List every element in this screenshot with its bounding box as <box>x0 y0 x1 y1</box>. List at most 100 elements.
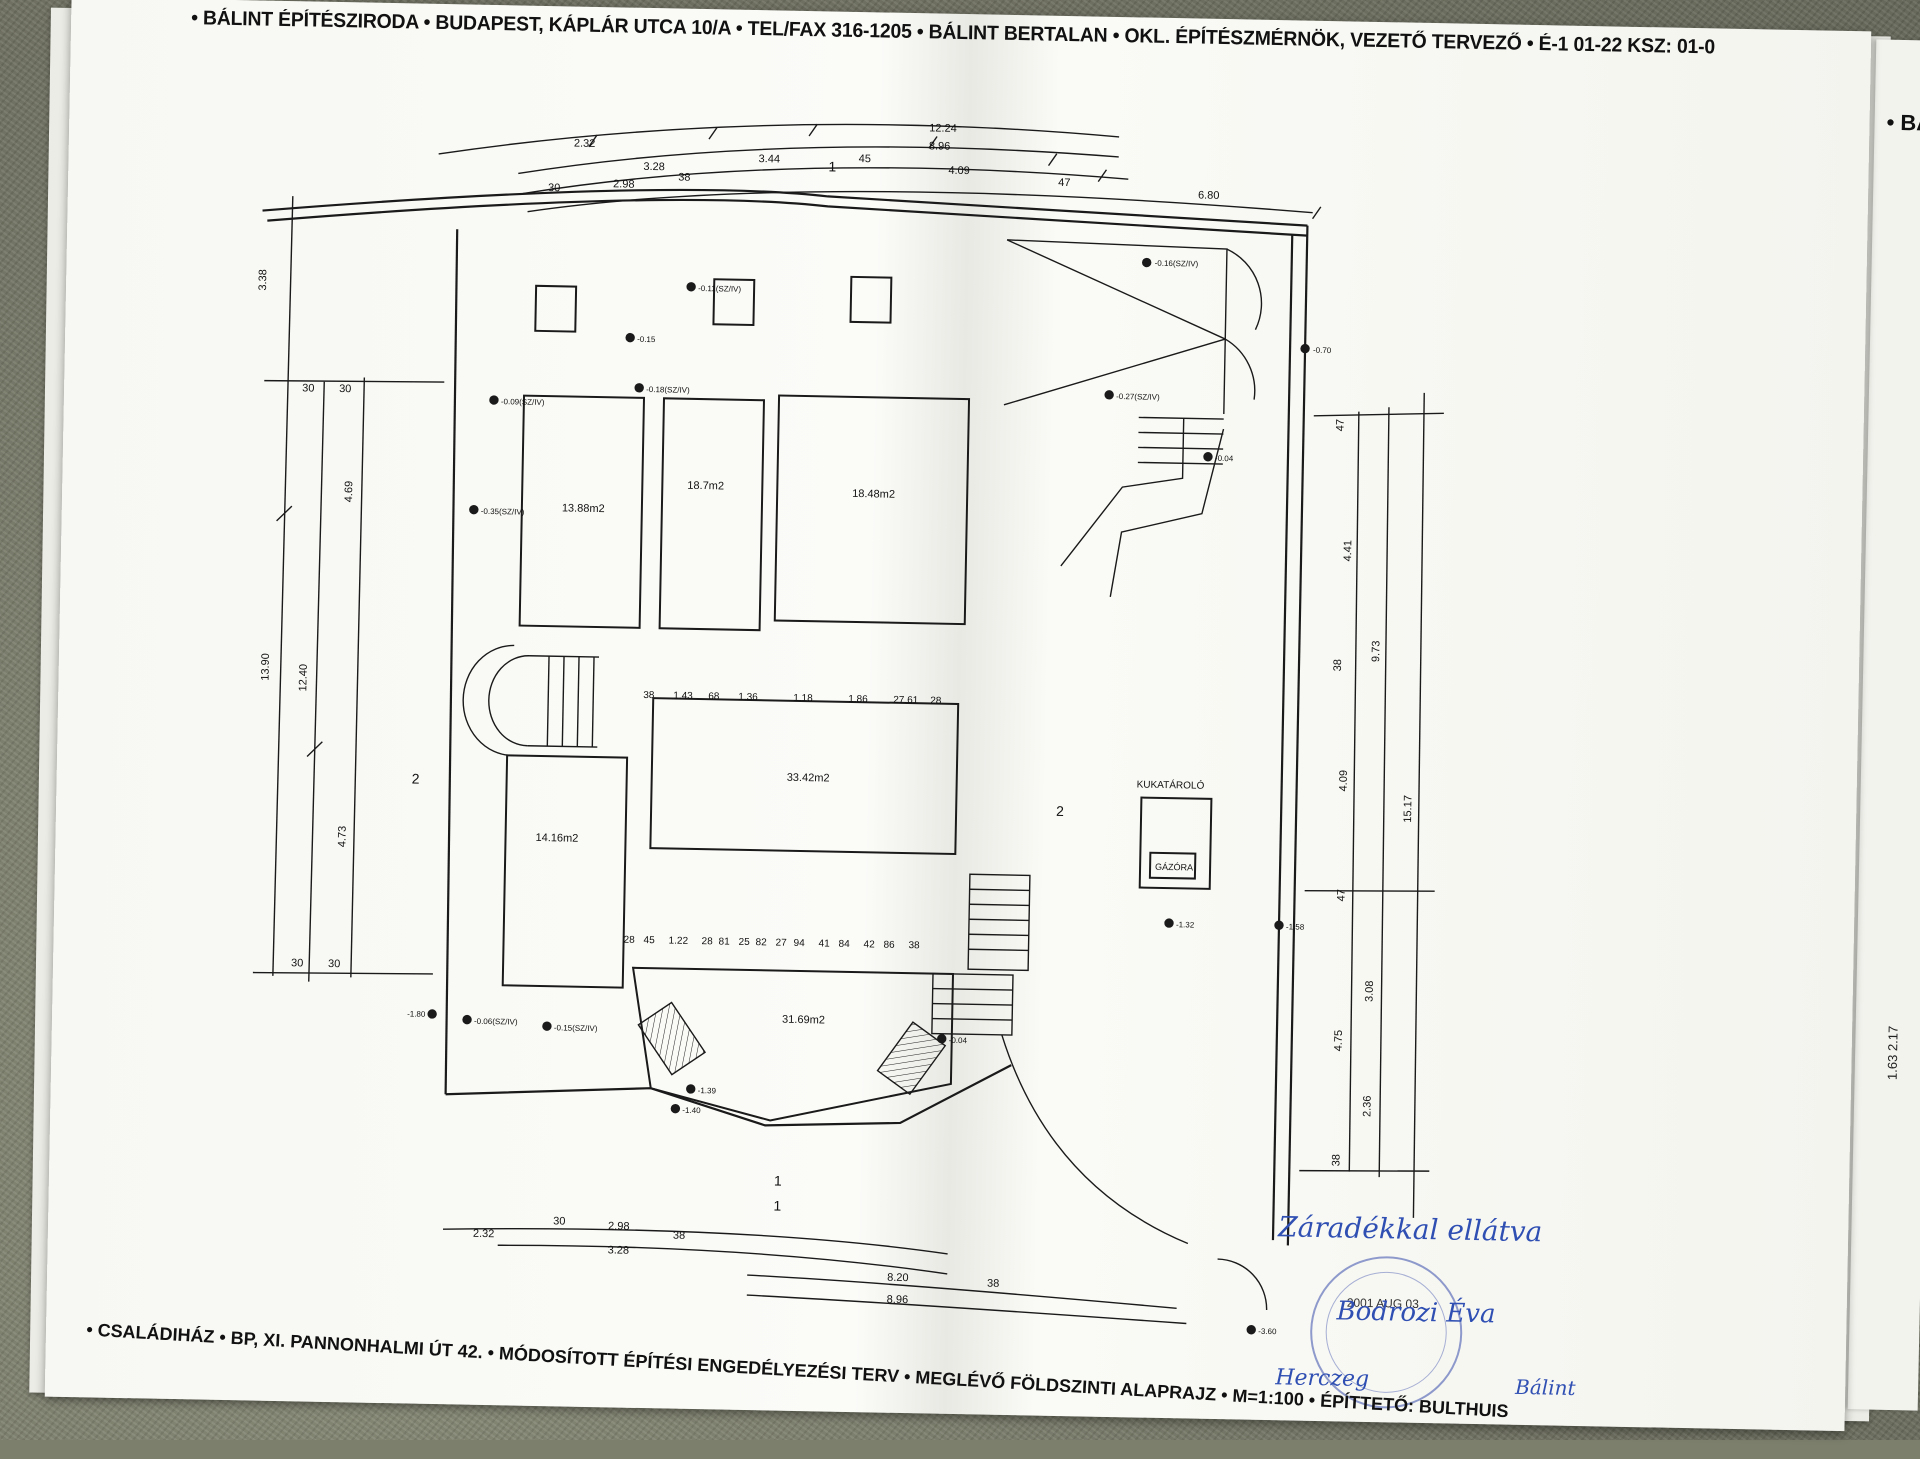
dim-left-8: 30 <box>291 957 303 969</box>
int-dim-r2-6: 25 <box>738 937 750 948</box>
side-sheet-header: • BÁ <box>1886 109 1920 136</box>
int-dim-r2-4: 28 <box>701 936 713 947</box>
dim-right-3: 9.73 <box>1370 640 1382 662</box>
dim-left-3: 12.40 <box>297 664 310 692</box>
section-mark-right: 2 <box>1056 803 1064 819</box>
int-dim-r2-13: 86 <box>883 940 895 951</box>
level-15: -1.40 <box>682 1106 701 1115</box>
left-dimension-lines <box>252 196 445 982</box>
dim-top-10: 38 <box>678 172 690 184</box>
floor-plan-sheet: • BÁLINT ÉPÍTÉSZIRODA • BUDAPEST, KÁPLÁR… <box>44 0 1872 1432</box>
level-17: -3.60 <box>1258 1327 1277 1336</box>
right-dimension-lines <box>1299 392 1444 1218</box>
approval-stamp: 2001 AUG 03 <box>1310 1256 1463 1409</box>
level-8: -0.35(SZ/IV) <box>481 507 525 517</box>
level-14: -0.04 <box>949 1036 968 1045</box>
dim-top-12: 6.80 <box>1198 190 1220 202</box>
dim-top-9: 2.98 <box>613 178 635 190</box>
dim-left-2: 13.90 <box>260 653 273 681</box>
room-area-1: 13.88m2 <box>562 502 605 515</box>
int-dim-8: 28 <box>930 695 942 706</box>
int-dim-r2-5: 81 <box>718 936 730 947</box>
room-label-gaz: GÁZÓRA <box>1155 862 1193 873</box>
level-11: -1.58 <box>1286 922 1305 931</box>
dim-top-4: 3.28 <box>643 161 665 173</box>
dim-top-3: 8.96 <box>929 140 951 152</box>
int-dim-4: 1.36 <box>738 692 758 703</box>
dim-top-11: 47 <box>1058 177 1070 189</box>
signature-2: Bálint <box>1514 1374 1576 1400</box>
int-dim-r2-9: 94 <box>793 938 805 949</box>
dim-left-5: 4.73 <box>336 826 348 848</box>
dim-right-5: 38 <box>1332 659 1344 671</box>
dim-right-4: 15.17 <box>1402 795 1415 823</box>
bottom-dimension-lines <box>443 1227 1187 1325</box>
dim-bottom-3: 2.98 <box>608 1220 630 1232</box>
room-area-5: 14.16m2 <box>535 832 578 845</box>
int-dim-r2-11: 84 <box>838 939 850 950</box>
dim-right-7: 47 <box>1335 889 1347 901</box>
dim-bottom-1: 2.32 <box>473 1228 495 1240</box>
dim-left-6: 30 <box>302 382 314 394</box>
entrance-stair <box>931 873 1031 1036</box>
level-12: -0.06(SZ/IV) <box>474 1017 518 1027</box>
curved-stair <box>462 644 600 757</box>
window-hatch-left <box>637 1001 707 1076</box>
dim-right-8: 3.08 <box>1364 980 1376 1002</box>
int-dim-r2-8: 27 <box>775 938 787 949</box>
level-1: -0.11(SZ/IV) <box>698 284 741 294</box>
dim-right-10: 2.36 <box>1361 1095 1373 1117</box>
window-hatch-right <box>876 1021 947 1096</box>
dim-top-2: 2.32 <box>574 138 596 150</box>
level-2: -0.16(SZ/IV) <box>1155 259 1199 269</box>
dim-top-5: 3.44 <box>759 153 781 165</box>
handwritten-approval-line1: Záradékkal ellátva <box>1277 1210 1543 1249</box>
level-9: -0.04 <box>1215 454 1234 463</box>
level-10: -1.32 <box>1176 920 1195 929</box>
dim-right-2: 4.41 <box>1342 540 1354 562</box>
outer-walls <box>262 188 1309 1246</box>
dim-top-7: 4.09 <box>948 165 970 177</box>
int-dim-1: 38 <box>643 690 655 701</box>
dim-right-1: 47 <box>1334 419 1346 431</box>
section-mark-bottom-2: 1 <box>774 1173 782 1189</box>
dim-bottom-6: 8.20 <box>887 1272 909 1284</box>
level-markers <box>427 257 1310 1335</box>
int-dim-r2-2: 45 <box>643 935 655 946</box>
section-mark-top: 1 <box>828 158 836 174</box>
level-4: -0.15 <box>637 335 656 344</box>
dim-right-11: 38 <box>1330 1154 1342 1166</box>
int-dim-2: 1.43 <box>673 691 693 702</box>
level-5: -0.18(SZ/IV) <box>646 385 690 395</box>
section-mark-left: 2 <box>412 771 420 787</box>
dim-top-8: 30 <box>548 182 560 194</box>
dim-left-7: 30 <box>339 383 351 395</box>
floor-plan-drawing: 12.24 2.32 8.96 3.28 3.44 45 4.09 30 2.9… <box>252 122 1463 1409</box>
int-dim-7: 27.61 <box>893 695 919 706</box>
level-3: -0.70 <box>1313 346 1332 355</box>
dim-top-6: 45 <box>859 153 871 165</box>
dim-left-4: 4.69 <box>343 481 355 503</box>
dim-top-1: 12.24 <box>929 122 957 135</box>
int-dim-r2-1: 28 <box>623 935 635 946</box>
section-mark-bottom: 1 <box>773 1198 781 1214</box>
dim-left-9: 30 <box>328 958 340 970</box>
room-walls <box>501 275 1213 1122</box>
garage-ramp <box>1001 239 1268 1311</box>
dim-bottom-2: 30 <box>553 1215 565 1227</box>
int-dim-r2-7: 82 <box>755 937 767 948</box>
dim-bottom-4: 3.28 <box>608 1244 630 1256</box>
level-6: -0.27(SZ/IV) <box>1116 392 1160 402</box>
stamp-date: 2001 AUG 03 <box>1347 1296 1420 1311</box>
dim-bottom-8: 8.96 <box>887 1294 909 1306</box>
dim-right-6: 4.09 <box>1338 770 1350 792</box>
int-dim-r2-14: 38 <box>908 940 920 951</box>
int-dim-r2-10: 41 <box>818 938 830 949</box>
room-label-kuka: KUKATÁROLÓ <box>1137 777 1205 791</box>
level-7: -0.09(SZ/IV) <box>501 397 545 407</box>
handwritten-approval-line2: Bodrozi Éva <box>1336 1296 1496 1330</box>
level-13: -0.15(SZ/IV) <box>554 1023 598 1033</box>
int-dim-5: 1.18 <box>793 693 813 704</box>
room-area-3: 18.48m2 <box>852 488 895 501</box>
int-dim-3: 68 <box>708 691 720 702</box>
